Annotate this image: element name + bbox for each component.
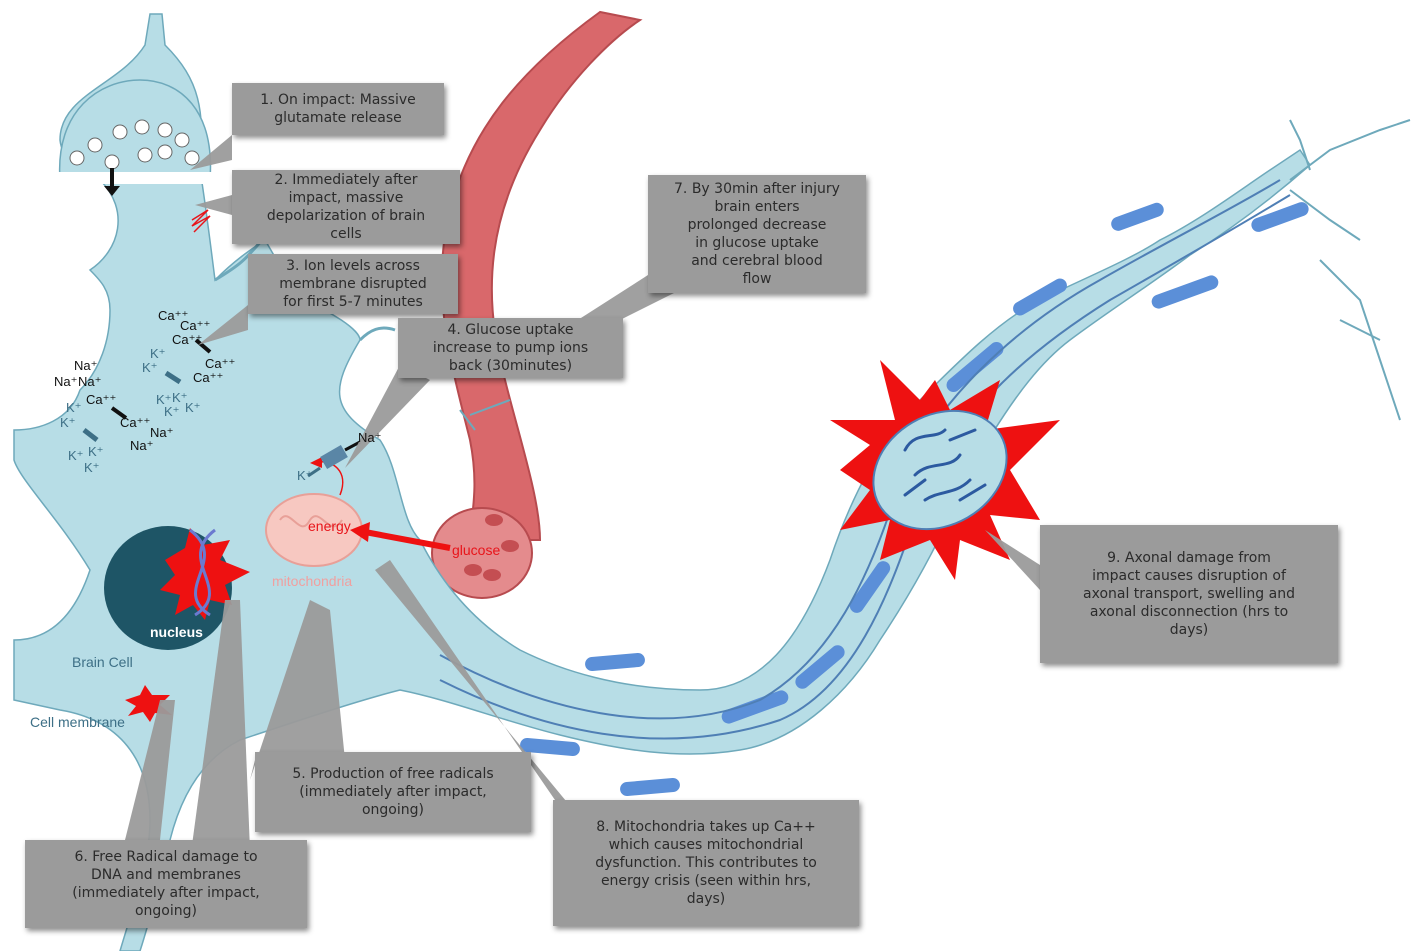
ion-k: K⁺ <box>142 360 158 376</box>
ion-na: Na⁺ <box>150 425 173 441</box>
ion-k: K⁺ <box>60 415 76 431</box>
ion-k: K⁺ <box>164 404 180 420</box>
energy-label: energy <box>308 518 351 534</box>
ion-k: K⁺ <box>88 444 104 460</box>
glucose-label: glucose <box>452 542 500 558</box>
callout-mitochondrial-dysfunction: 8. Mitochondria takes up Ca++ which caus… <box>553 800 859 926</box>
ion-ca: Ca⁺⁺ <box>172 332 202 348</box>
callout-depolarization: 2. Immediately after impact, massive dep… <box>232 170 460 244</box>
mitochondria-label: mitochondria <box>272 573 352 589</box>
nucleus-label: nucleus <box>150 624 203 640</box>
ion-k: K⁺ <box>66 400 82 416</box>
cell-membrane-label: Cell membrane <box>30 714 125 730</box>
ion-na: Na⁺ <box>54 374 77 390</box>
ion-ca: Ca⁺⁺ <box>120 415 150 431</box>
callout-ion-levels: 3. Ion levels across membrane disrupted … <box>248 254 458 314</box>
ion-na: Na⁺ <box>130 438 153 454</box>
callout-reduced-blood-flow: 7. By 30min after injury brain enters pr… <box>648 175 866 293</box>
ion-k: K⁺ <box>68 448 84 464</box>
callout-dna-damage: 6. Free Radical damage to DNA and membra… <box>25 840 307 928</box>
callout-glutamate-release: 1. On impact: Massive glutamate release <box>232 83 444 135</box>
callout-free-radicals: 5. Production of free radicals (immediat… <box>255 752 531 832</box>
ion-ca: Ca⁺⁺ <box>193 370 223 386</box>
ion-ca: Ca⁺⁺ <box>86 392 116 408</box>
callout-axonal-damage: 9. Axonal damage from impact causes disr… <box>1040 525 1338 663</box>
ion-k: K⁺ <box>185 400 201 416</box>
callout-glucose-uptake: 4. Glucose uptake increase to pump ions … <box>398 318 623 378</box>
ion-na: Na⁺ <box>78 374 101 390</box>
ion-k: K⁺ <box>84 460 100 476</box>
ion-k: K⁺ <box>297 468 313 484</box>
ion-na: Na⁺ <box>74 358 97 374</box>
synaptic-cleft <box>52 172 214 184</box>
ion-na: Na⁺ <box>358 430 381 446</box>
brain-cell-label: Brain Cell <box>72 654 133 670</box>
blood-vessel <box>442 12 640 540</box>
